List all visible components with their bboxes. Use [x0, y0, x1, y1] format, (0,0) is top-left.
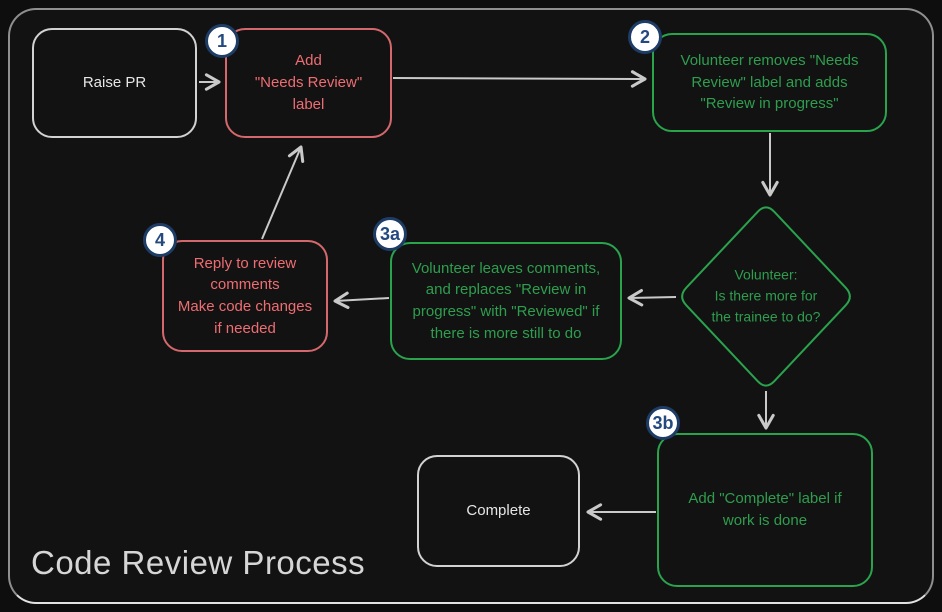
node-raise-pr-label: Raise PR	[82, 74, 147, 92]
node-reply-to-comments: Reply to review comments Make code chang…	[162, 240, 328, 352]
decision-diamond-label: Volunteer: Is there more for the trainee…	[711, 266, 821, 325]
node-volunteer-leaves-comments: Volunteer leaves comments, and replaces …	[390, 242, 622, 360]
node-add-needs-review: Add "Needs Review" label	[225, 28, 392, 138]
node-volunteer-removes: Volunteer removes "Needs Review" label a…	[652, 33, 887, 132]
node-add-complete-label-label: Add "Complete" label if work is done	[688, 490, 842, 529]
node-complete: Complete	[417, 455, 580, 567]
step-badge-1: 1	[205, 24, 239, 58]
step-badge-3a: 3a	[373, 217, 407, 251]
step-badge-2: 2	[628, 20, 662, 54]
node-complete-label: Complete	[466, 502, 531, 520]
node-volunteer-leaves-comments-label: Volunteer leaves comments, and replaces …	[411, 259, 601, 342]
node-add-needs-review-label: Add "Needs Review" label	[254, 52, 363, 113]
node-reply-to-comments-label: Reply to review comments Make code chang…	[177, 254, 313, 337]
node-raise-pr: Raise PR	[32, 28, 197, 138]
diagram-title: Code Review Process	[31, 544, 366, 581]
node-add-complete-label: Add "Complete" label if work is done	[657, 433, 873, 587]
step-badge-4: 4	[143, 223, 177, 257]
node-volunteer-removes-label: Volunteer removes "Needs Review" label a…	[680, 51, 859, 113]
step-badge-3b: 3b	[646, 406, 680, 440]
